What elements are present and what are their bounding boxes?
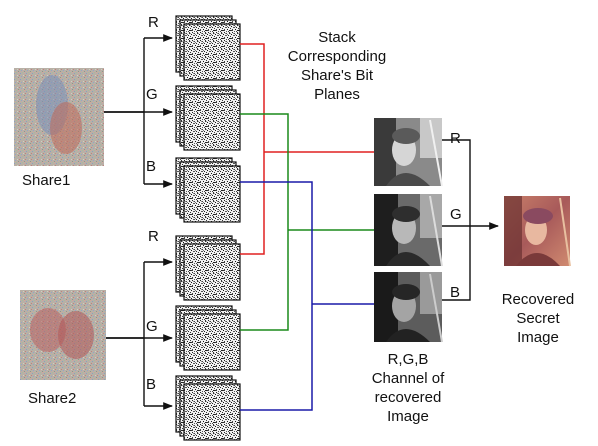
blue-channel-connector — [240, 181, 376, 411]
share2-r-label: R — [148, 228, 159, 245]
share2-branch — [106, 258, 173, 410]
bitplane-stack-share2-g — [175, 305, 241, 371]
merge-r-label: R — [450, 130, 461, 147]
share2-label: Share2 — [28, 390, 77, 407]
share1-r-label: R — [148, 14, 159, 31]
recovered-r-channel-image — [374, 118, 443, 187]
share2-g-label: G — [146, 318, 158, 335]
rgb-channel-caption: R,G,B Channel of recovered Image — [371, 351, 445, 426]
share2-b-label: B — [146, 376, 157, 393]
merge-b-label: B — [450, 284, 461, 301]
stack-bitplanes-caption: Stack Corresponding Share's Bit Planes — [287, 29, 387, 104]
share1-g-label: G — [146, 86, 158, 103]
bitplane-stack-share2-r — [175, 235, 241, 301]
recovered-secret-image — [504, 196, 571, 267]
rgb-merge-connector — [442, 139, 499, 301]
recovered-secret-caption: Recovered Secret Image — [501, 291, 575, 347]
share1-b-label: B — [146, 158, 157, 175]
bitplane-stack-share1-r — [175, 15, 241, 81]
merge-g-label: G — [450, 206, 462, 223]
share1-image — [14, 68, 104, 166]
share2-image — [20, 290, 106, 380]
bitplane-stack-share1-g — [175, 85, 241, 151]
recovered-b-channel-image — [374, 272, 443, 343]
share1-branch — [104, 34, 173, 188]
red-channel-connector — [240, 43, 376, 255]
bitplane-stack-share1-b — [175, 157, 241, 223]
recovered-g-channel-image — [374, 194, 443, 267]
bitplane-stack-share2-b — [175, 375, 241, 441]
green-channel-connector — [240, 113, 376, 331]
share1-label: Share1 — [22, 172, 71, 189]
